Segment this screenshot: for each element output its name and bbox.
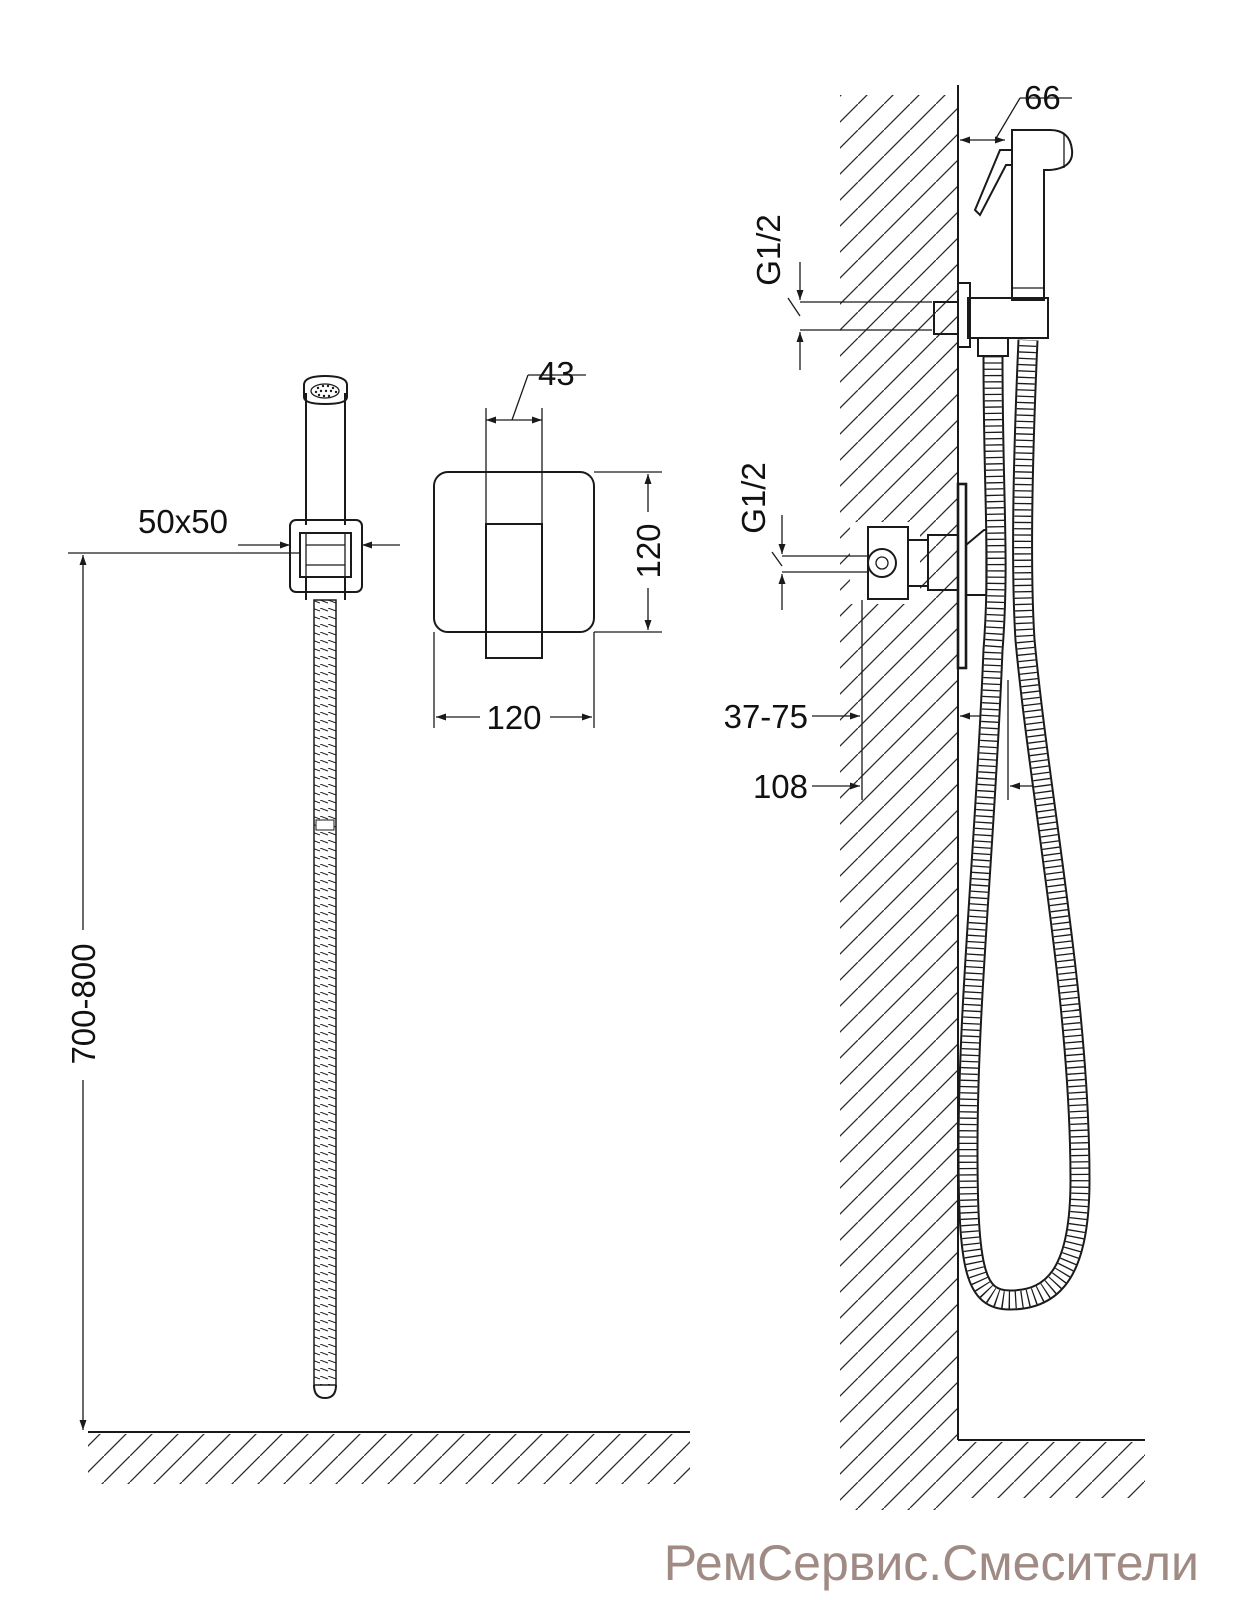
thread-top-dimension: G1/2 (750, 214, 932, 370)
handle-dimension: 43 (486, 355, 586, 424)
thread-bottom-label: G1/2 (735, 462, 772, 534)
floor-hatching (88, 1431, 690, 1484)
plate-height-dimension: 120 (594, 471, 667, 633)
mixer-plate-front (433, 408, 595, 659)
side-view: 66 G1/2 G1/2 (724, 79, 1145, 1510)
wall-spray (933, 129, 1074, 357)
plate-height-label: 120 (630, 523, 667, 578)
watermark: РемСервис.Смесители (663, 1535, 1199, 1591)
wall-hatching (840, 85, 1145, 1510)
height-dimension: 700-800 (65, 552, 300, 1430)
spray-dimension: 66 (960, 79, 1072, 144)
projection-adjust-label: 37-75 (724, 698, 808, 735)
front-view: 700-800 50x50 (65, 355, 690, 1484)
hose-side (957, 339, 1091, 1311)
plate-width-label: 120 (486, 699, 541, 736)
projection-dimensions: 37-75 108 (724, 600, 1034, 805)
projection-total-label: 108 (753, 768, 808, 805)
thread-top-label: G1/2 (750, 214, 787, 286)
hose-front (313, 599, 337, 1400)
mixer-side (867, 482, 1005, 670)
hand-spray (303, 374, 348, 525)
spray-dim-label: 66 (1024, 79, 1061, 116)
height-dim-label: 700-800 (65, 943, 102, 1064)
thread-bottom-dimension: G1/2 (735, 462, 868, 610)
holder-bracket (289, 519, 363, 600)
plate-width-dimension: 120 (433, 632, 595, 736)
holder-dim-label: 50x50 (138, 503, 228, 540)
holder-dimension: 50x50 (138, 503, 400, 549)
handle-dim-label: 43 (538, 355, 575, 392)
